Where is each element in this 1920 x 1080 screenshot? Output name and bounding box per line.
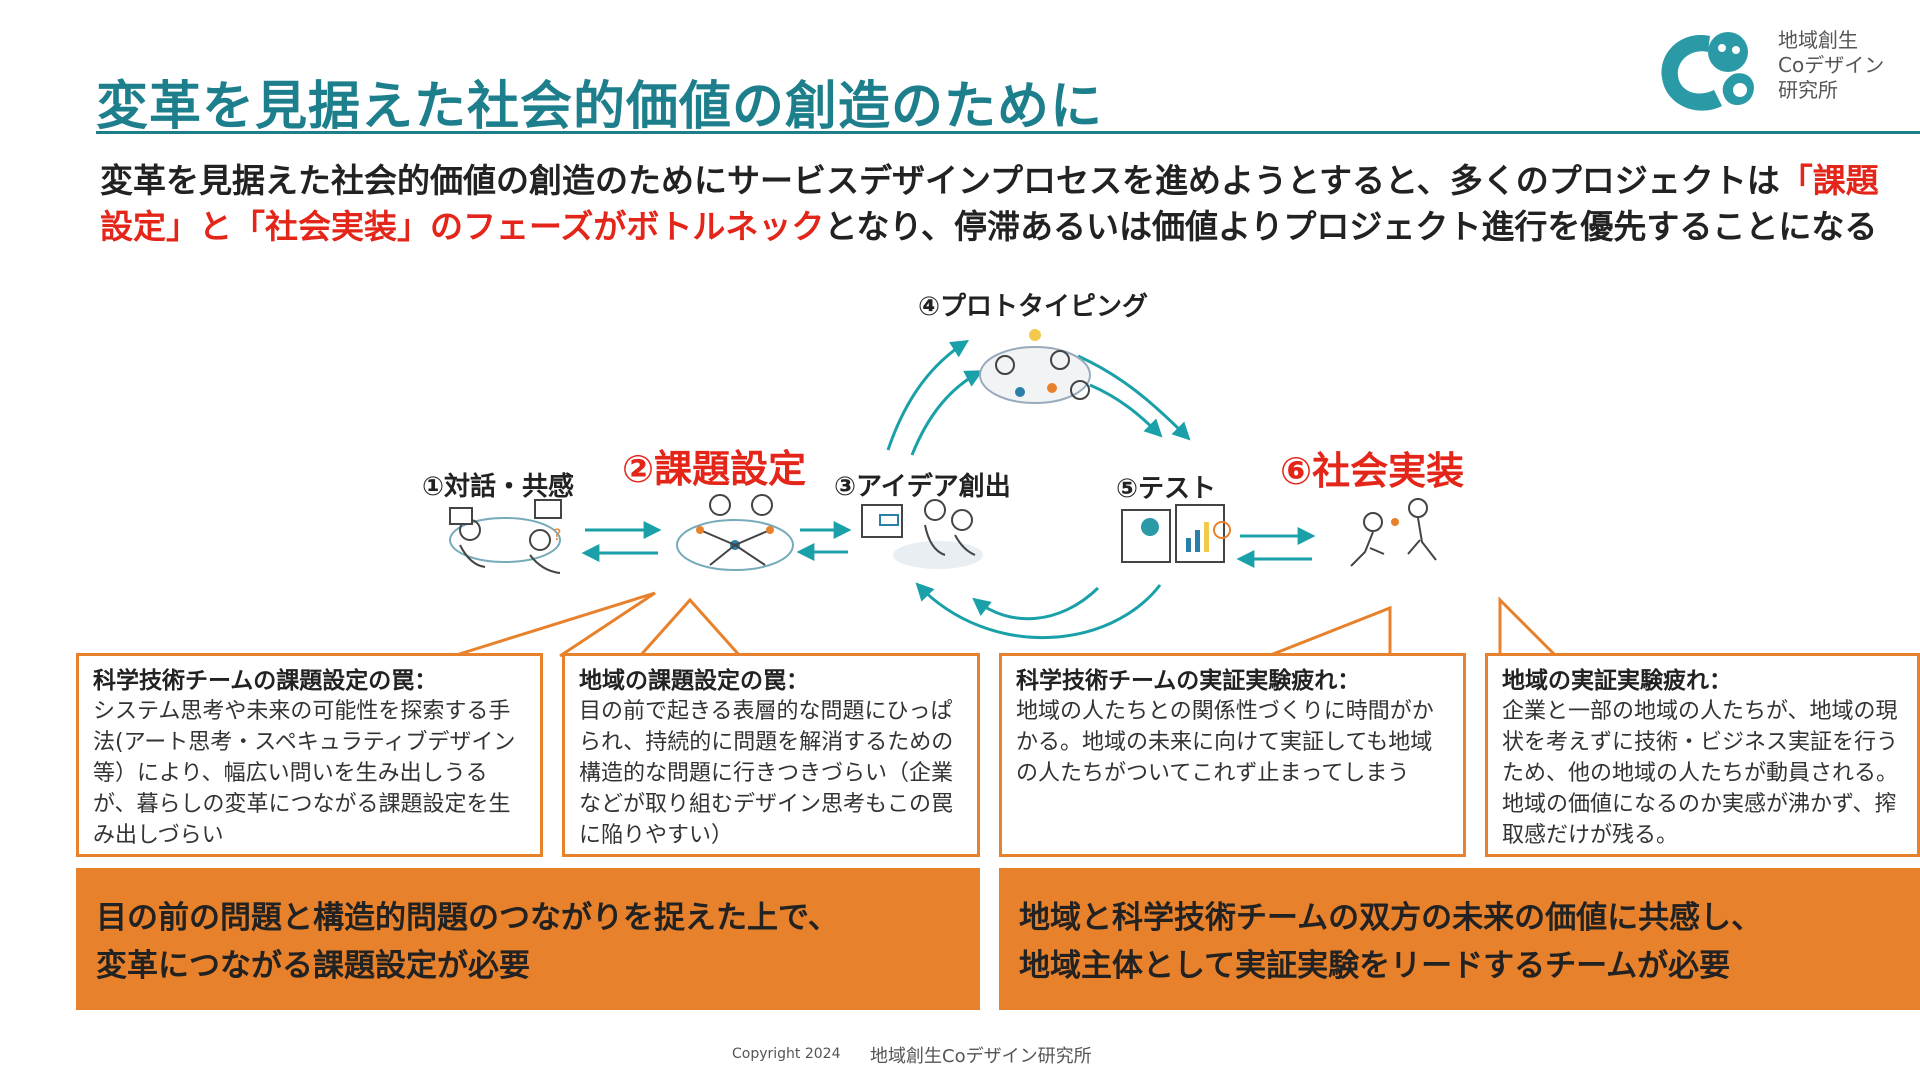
title-divider [96,131,1920,134]
callout-box-science-issue-trap: 科学技術チームの課題設定の罠： システム思考や未来の可能性を探索する手法(アート… [76,653,543,857]
banner-line2: 地域主体として実証実験をリードするチームが必要 [1019,948,1731,984]
footer-org-name: 地域創生Coデザイン研究所 [870,1046,1092,1067]
dialogue-illustration-icon: ? [449,499,562,574]
banner-line1: 地域と科学技術チームの双方の未来の価値に共感し、 [1019,900,1763,936]
step-6-label: ⑥社会実装 [1280,449,1465,493]
svg-text:?: ? [553,525,562,544]
prototyping-illustration-icon [979,329,1091,404]
callout-heading: 地域の課題設定の罠： [579,668,809,694]
step-5-label: ⑤テスト [1116,474,1217,504]
idea-illustration-icon [861,499,983,569]
logo: 地域創生 Coデザイン 研究所 [1652,22,1902,122]
cycle-arrows [886,340,1191,639]
callout-pointers [452,591,1558,658]
logo-text-line2: Coデザイン [1778,53,1885,77]
footer-copyright: Copyright 2024 [732,1046,841,1062]
page-title: 変革を見据えた社会的価値の創造のために [96,77,1104,137]
arrow-1-2 [581,521,662,562]
callout-heading: 科学技術チームの課題設定の罠： [93,668,438,694]
step-1-label: ①対話・共感 [422,472,575,502]
arrow-2-3 [796,521,852,561]
intro-paragraph: 変革を見据えた社会的価値の創造のためにサービスデザインプロセスを進めようとすると… [100,158,1880,250]
conclusion-banner-issue-setting: 目の前の問題と構造的問題のつながりを捉えた上で、 変革につながる課題設定が必要 [76,868,980,1010]
callout-heading: 地域の実証実験疲れ： [1502,668,1732,694]
logo-mark-icon [1661,32,1754,111]
callout-body: 地域の人たちとの関係性づくりに時間がかかる。地域の未来に向けて実証しても地域の人… [1016,699,1434,786]
logo-text-line3: 研究所 [1778,78,1838,102]
issue-setting-illustration-icon [676,494,794,571]
intro-highlight: 「課題設定」と「社会実装」のフェーズがボトルネック [100,161,1879,246]
callout-heading: 科学技術チームの実証実験疲れ： [1016,668,1361,694]
intro-part1: 変革を見据えた社会的価値の創造のためにサービスデザインプロセスを進めようとすると… [100,161,1780,200]
banner-line1: 目の前の問題と構造的問題のつながりを捉えた上で、 [96,900,839,936]
callout-body: システム思考や未来の可能性を探索する手法(アート思考・スペキュラティブデザイン等… [93,699,516,848]
callout-box-science-demo-fatigue: 科学技術チームの実証実験疲れ： 地域の人たちとの関係性づくりに時間がかかる。地域… [999,653,1466,857]
callout-body: 目の前で起きる表層的な問題にひっぱられ、持続的に問題を解消するための構造的な問題… [579,699,954,848]
step-4-label: ④プロトタイピング [918,292,1149,322]
callout-body: 企業と一部の地域の人たちが、地域の現状を考えずに技術・ビジネス実証を行うため、他… [1502,699,1899,848]
intro-part2: となり、停滞あるいは価値よりプロジェクト進行を優先することになる [824,207,1878,246]
step-2-label: ②課題設定 [622,447,807,491]
conclusion-banner-implementation: 地域と科学技術チームの双方の未来の価値に共感し、 地域主体として実証実験をリード… [999,868,1920,1010]
logo-text-line1: 地域創生 [1778,28,1858,52]
implementation-illustration-icon [1350,498,1437,567]
step-3-label: ③アイデア創出 [834,472,1011,502]
callout-box-regional-demo-fatigue: 地域の実証実験疲れ： 企業と一部の地域の人たちが、地域の現状を考えずに技術・ビジ… [1485,653,1920,857]
callout-box-regional-issue-trap: 地域の課題設定の罠： 目の前で起きる表層的な問題にひっぱられ、持続的に問題を解消… [562,653,980,857]
arrow-5-6 [1236,527,1316,568]
banner-line2: 変革につながる課題設定が必要 [96,948,530,984]
test-illustration-icon [1121,504,1231,563]
